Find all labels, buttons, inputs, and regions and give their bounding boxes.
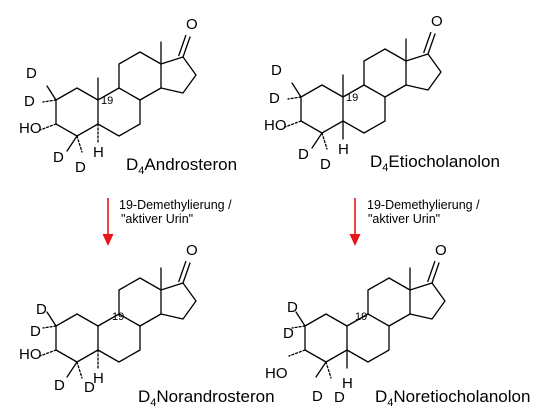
ring-a-substituents [288,311,332,379]
compound-noretiocholanolon: 19 O HO H D D D D [265,242,447,406]
position-19-label: 19 [101,95,113,107]
hydroxyl-label: HO [19,120,42,137]
deuterium-label: D [30,323,41,340]
deuterium-label: D [54,377,65,394]
steroid-skeleton [304,260,446,363]
transformation-label: 19-Demethylierung / [367,198,480,212]
compound-name-noretiocholanolon: D4Noretiocholanolon [375,387,530,409]
hydrogen-label: H [93,370,104,387]
steroid-skeleton [55,34,197,137]
ketone-oxygen-label: O [435,242,447,259]
ketone-oxygen-label: O [186,242,198,259]
ring-a-substituents [39,311,83,379]
deuterium-label: D [75,159,86,176]
deuterium-label: D [269,90,280,107]
deuterium-label: D [84,379,95,396]
deuterium-label: D [24,93,35,110]
deuterium-label: D [283,325,294,342]
deuterium-label: D [26,65,37,82]
transformation-label: "aktiver Urin" [368,212,440,226]
steroid-skeleton [300,31,442,134]
compound-androsteron: 19 O HO H D D D D [19,16,198,176]
hydroxyl-label: HO [19,346,42,363]
ring-a-substituents [284,82,328,150]
hydrogen-label: H [342,375,353,392]
position-19-label: 19 [346,92,358,104]
hydrogen-label: H [93,144,104,161]
ring-a-substituents [39,85,83,153]
deuterium-label: D [287,299,298,316]
ketone-oxygen-label: O [431,13,443,30]
hydrogen-label: H [338,141,349,158]
hydroxyl-label: HO [264,117,287,134]
compound-name-etiocholanolon: D4Etiocholanolon [370,152,500,174]
deuterium-label: D [312,388,323,405]
compound-etiocholanolon: 19 O HO H D D D D [264,13,443,173]
hydroxyl-label: HO [265,365,288,382]
compound-name-androsteron: D4Androsteron [126,155,237,177]
steroid-skeleton [55,260,197,363]
transformation-label: 19-Demethylierung / [119,198,232,212]
deuterium-label: D [298,146,309,163]
position-19-label: 19 [355,311,367,323]
deuterium-label: D [36,301,47,318]
ketone-oxygen-label: O [186,16,198,33]
position-19-label: 19 [112,311,124,323]
deuterium-label: D [53,149,64,166]
reaction-arrow-right [349,198,361,246]
transformation-label: "aktiver Urin" [121,212,193,226]
deuterium-label: D [320,156,331,173]
compound-name-norandrosteron: D4Norandrosteron [138,387,275,409]
deuterium-label: D [271,62,282,79]
deuterium-label: D [334,389,345,406]
reaction-arrow-left [102,198,114,246]
compound-norandrosteron: 19 O HO H D D D D [19,242,198,396]
